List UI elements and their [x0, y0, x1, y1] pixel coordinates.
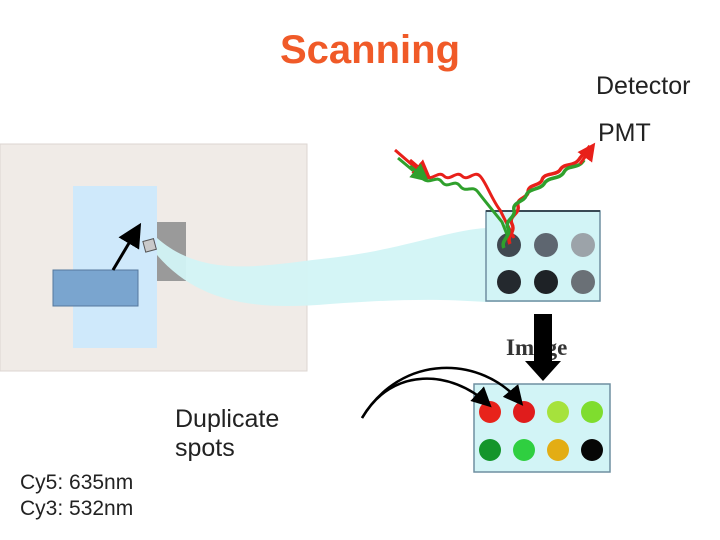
- sample-block: [52, 269, 139, 307]
- detector-spot-3: [571, 233, 595, 257]
- image-spot-1: [479, 401, 501, 423]
- image-spot-4: [581, 401, 603, 423]
- wavelength-labels: Cy5: 635nm Cy3: 532nm: [20, 470, 133, 522]
- detector-spot-5: [534, 270, 558, 294]
- duplicate-label-line2: spots: [175, 434, 235, 462]
- spot-chip: [142, 238, 157, 253]
- scan-arrow: [111, 222, 142, 271]
- incoming-green-laser: [397, 156, 512, 243]
- detector-spot-1: [497, 233, 521, 257]
- detector-spot-6: [571, 270, 595, 294]
- emission-arrowhead: [577, 142, 596, 165]
- detector-spot-2: [534, 233, 558, 257]
- image-arrow-head: [525, 361, 561, 381]
- image-spot-8: [581, 439, 603, 461]
- duplicate-arrow-right: [360, 366, 524, 419]
- duplicate-arrow-left: [360, 377, 492, 419]
- pmt-label: PMT: [598, 119, 651, 147]
- duplicate-label-line1: Duplicate: [175, 405, 280, 433]
- outgoing-green-emission: [501, 158, 586, 249]
- image-spot-3: [547, 401, 569, 423]
- page-title: Scanning: [279, 28, 461, 72]
- cy5-wavelength-label: Cy5: 635nm: [20, 471, 134, 494]
- cy3-wavelength-label: Cy3: 532nm: [20, 497, 134, 520]
- image-spot-grid: [479, 401, 603, 461]
- image-spot-5: [479, 439, 501, 461]
- image-spot-6: [513, 439, 535, 461]
- image-spot-2: [513, 401, 535, 423]
- detector-spot-grid: [497, 233, 595, 294]
- image-arrow-stem: [534, 314, 552, 361]
- green-laser-arrowhead: [409, 163, 429, 182]
- image-spot-7: [547, 439, 569, 461]
- detector-spot-4: [497, 270, 521, 294]
- detector-label: Detector: [596, 72, 691, 100]
- duplicate-spots-label: Duplicate spots: [175, 405, 279, 463]
- incoming-red-laser: [394, 148, 516, 239]
